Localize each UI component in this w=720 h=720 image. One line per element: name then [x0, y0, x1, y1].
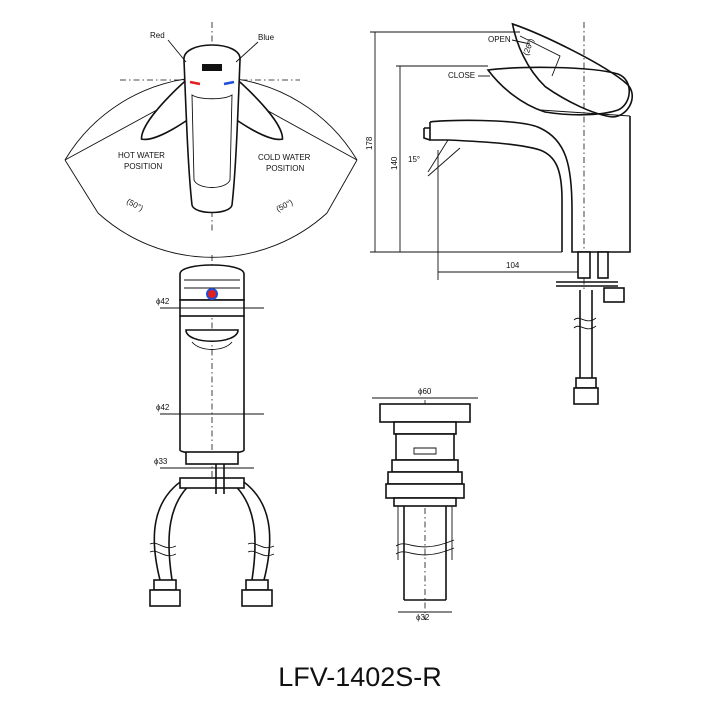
reach-dim: 104	[506, 261, 520, 270]
front-diameter-base: ϕ33	[154, 457, 168, 466]
cold-position-label-line1: COLD WATER	[258, 153, 311, 162]
spout-angle-label: 15°	[408, 155, 420, 164]
cold-angle-label: (50°)	[275, 197, 295, 213]
height-total-dim: 178	[365, 136, 374, 150]
hot-angle-label: (50°)	[125, 197, 145, 213]
close-label: CLOSE	[448, 71, 475, 80]
side-view: 178 140 104 15° OPEN (26°) CLOSE	[365, 22, 634, 405]
front-view: ϕ42 ϕ42 ϕ33	[149, 255, 275, 607]
cold-indicator-mark	[223, 80, 235, 86]
height-spout-dim: 140	[390, 156, 399, 170]
hot-cold-indicator-dot	[206, 288, 218, 300]
blue-label: Blue	[258, 33, 275, 42]
front-diameter-top: ϕ42	[156, 297, 170, 306]
model-number-label: LFV-1402S-R	[278, 662, 442, 692]
hot-position-label-line2: POSITION	[124, 162, 162, 171]
open-label: OPEN	[488, 35, 511, 44]
cold-position-label-line2: POSITION	[266, 164, 304, 173]
front-diameter-body: ϕ42	[156, 403, 170, 412]
hot-position-label-line1: HOT WATER	[118, 151, 165, 160]
waste-diameter-bottom: ϕ32	[416, 613, 430, 622]
red-label: Red	[150, 31, 165, 40]
waste-view: ϕ60 ϕ32	[372, 387, 478, 622]
hot-indicator-mark	[189, 80, 201, 86]
top-view: Red Blue HOT WATER POSITION COLD WATER P…	[64, 22, 358, 258]
waste-diameter-top: ϕ60	[418, 387, 432, 396]
open-angle-label: (26°)	[521, 37, 536, 57]
